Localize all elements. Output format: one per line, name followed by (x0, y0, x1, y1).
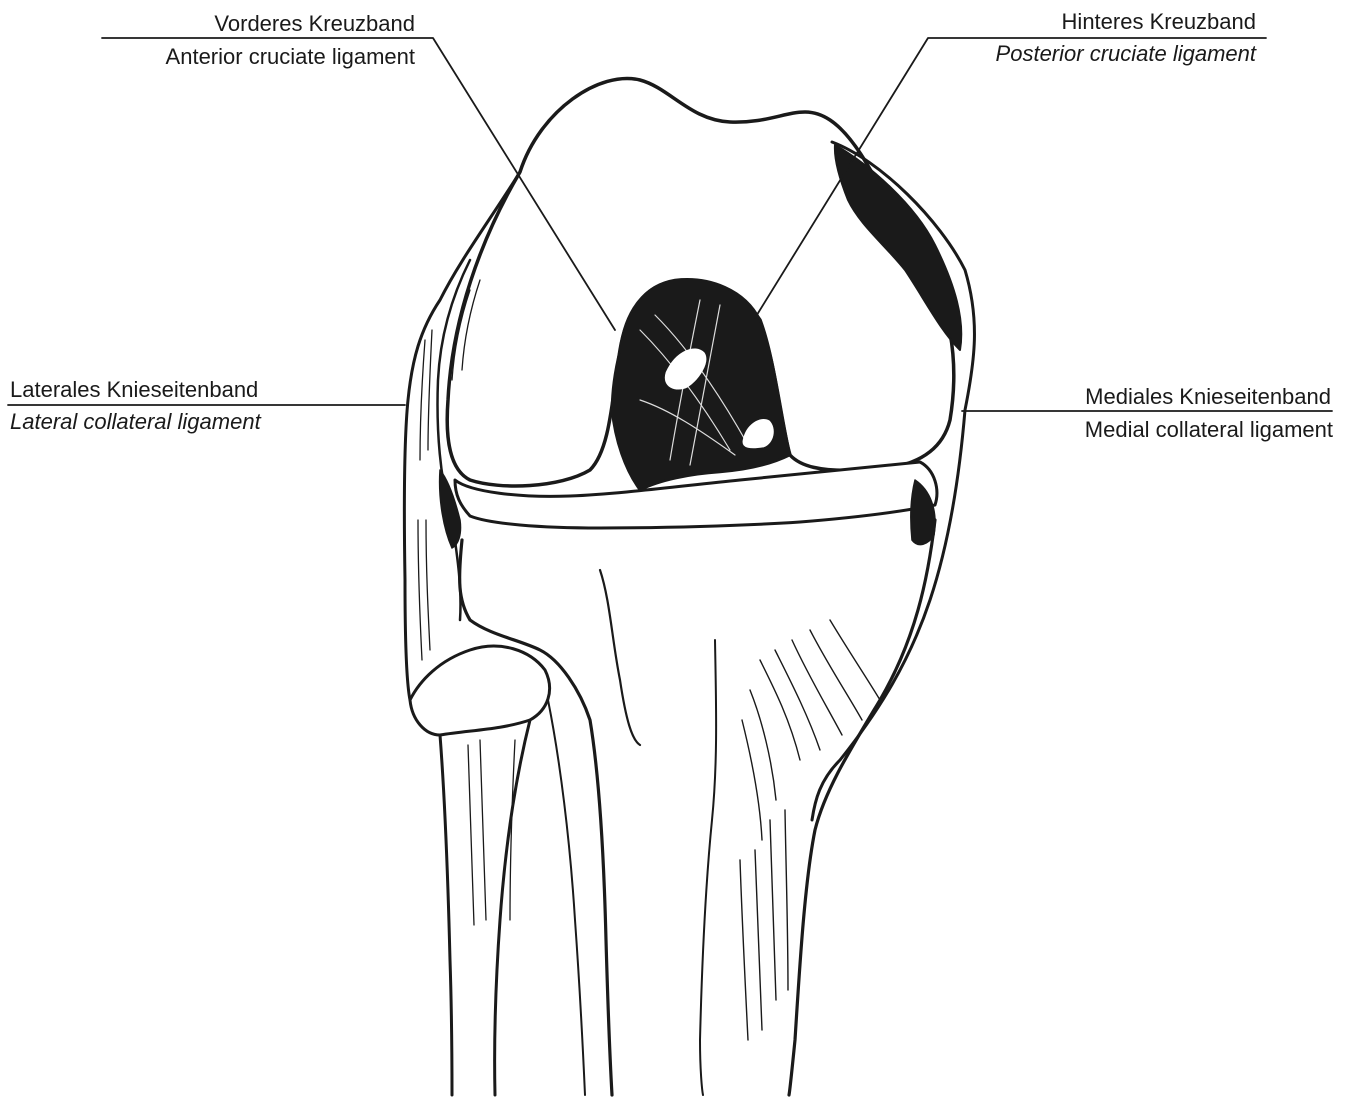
tibia-medial-shaft (789, 520, 935, 1095)
acl-label-german: Vorderes Kreuzband (214, 11, 415, 37)
tibial-tuberosity-ridge (600, 570, 640, 745)
lcl-label-german: Laterales Knieseitenband (10, 377, 258, 403)
tibia-hatching (740, 620, 880, 1040)
fibula-shaft-lateral (440, 735, 452, 1095)
lcl-label-english: Lateral collateral ligament (10, 409, 261, 435)
acl-label-english: Anterior cruciate ligament (166, 44, 415, 70)
mcl-label-german: Mediales Knieseitenband (1085, 384, 1331, 410)
fibula-shaft-medial (495, 720, 530, 1095)
pcl-label-german: Hinteres Kreuzband (1062, 9, 1256, 35)
mcl-label-english: Medial collateral ligament (1085, 417, 1333, 443)
interosseous-line (548, 700, 585, 1095)
pcl-label-english: Posterior cruciate ligament (996, 41, 1256, 67)
tibia-center-ridge (700, 640, 716, 1095)
